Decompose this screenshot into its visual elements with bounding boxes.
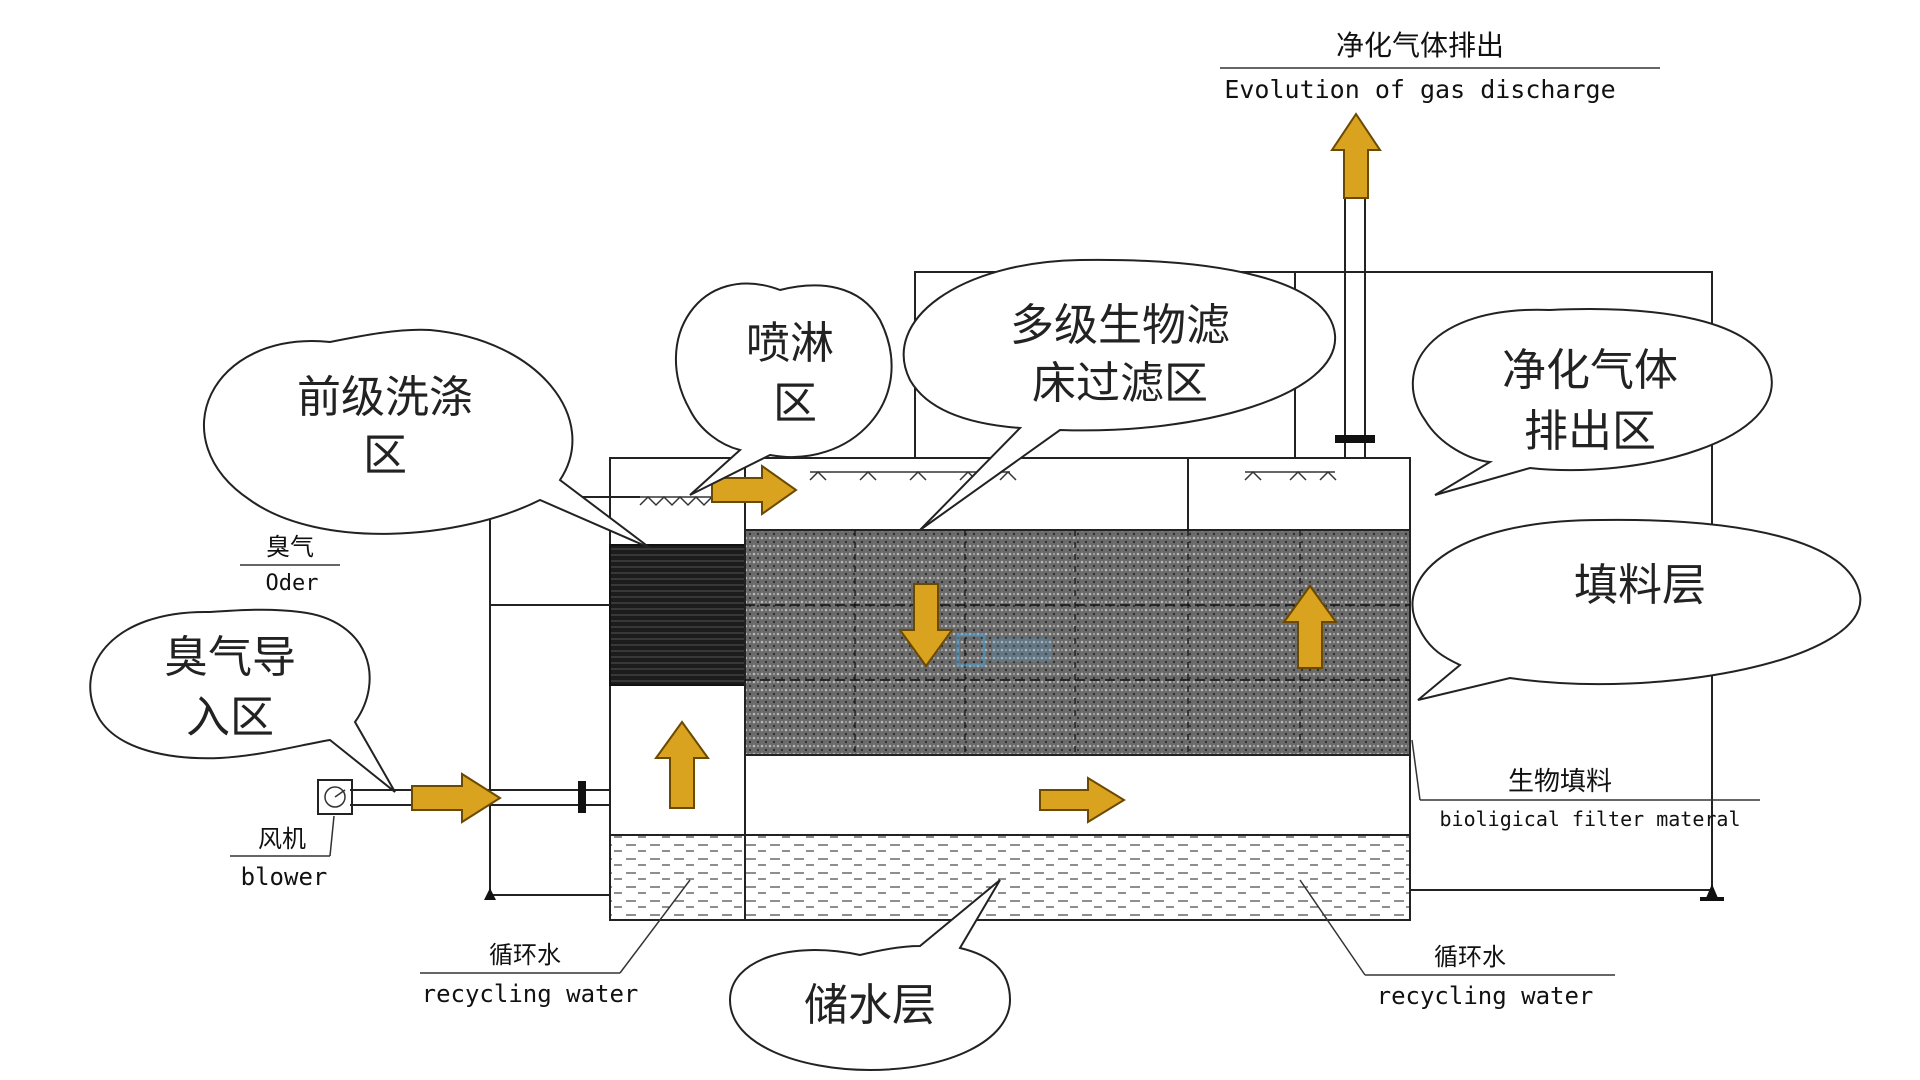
flow-arrow-spray [711,464,798,516]
flow-arrow-packing-down [898,583,954,668]
recycling-right-leader [1299,879,1366,976]
nozzle-icon [1319,470,1337,481]
bubble-spray-line1: 喷淋 [746,318,834,369]
odor-label: 臭气 Oder [240,533,340,596]
bubble-odor-inlet: 臭气导 入区 [89,608,396,793]
recycling-right-en: recycling water [1377,982,1594,1010]
fan-icon [317,779,353,815]
bubble-shape [1411,518,1862,701]
pump-icon [484,888,496,900]
bubble-storage: 储水层 [728,879,1012,1072]
valve-icon [578,781,586,813]
watermark-logo [956,633,1052,667]
bubble-shape [728,879,1012,1072]
bubble-shape [203,328,651,549]
purified-gas-en: Evolution of gas discharge [1224,75,1615,104]
nozzle-icon [809,470,827,481]
blower-leader [329,815,335,857]
recycling-left-en: recycling water [422,980,639,1008]
recycling-left-leader [619,879,691,974]
odor-en: Oder [266,571,319,596]
fan-rotor [324,786,346,808]
bubble-shape [89,608,396,793]
bubble-shape [1411,308,1773,496]
bio-filter-cn: 生物填料 [1508,767,1612,797]
bubble-prewash: 前级洗涤 区 [203,328,651,549]
bubble-multistage-line1: 多级生物滤 [1010,300,1230,351]
flow-arrows [411,112,1382,824]
recycling-left-cn: 循环水 [489,941,561,969]
prewash-packing [609,544,746,686]
fan-blade [334,789,346,798]
stack-flange [1335,435,1375,443]
nozzle-icon [859,470,877,481]
pump-base [1700,897,1724,901]
recycling-right-label: 循环水 recycling water [1299,879,1615,1010]
pump-icon [1706,884,1718,898]
bubble-packing: 填料层 [1411,518,1862,701]
bubble-multistage-line2: 床过滤区 [1032,358,1208,409]
bubble-prewash-line1: 前级洗涤 [297,372,473,423]
flow-arrow-inlet [411,772,502,824]
bubble-storage-line1: 储水层 [804,980,936,1031]
flow-arrow-lower [1039,776,1126,824]
nozzle-icon [909,470,927,481]
bubble-shape [674,282,893,496]
nozzle-icon [1289,470,1307,481]
bubble-shape [902,258,1337,531]
bubble-odor-line1: 臭气导 [164,632,296,683]
nozzle-icon [999,470,1017,481]
bubble-odor-line2: 入区 [186,692,274,743]
bubble-purified-line2: 排出区 [1524,406,1656,457]
flow-arrow-exhaust [1330,112,1382,199]
flow-arrow-left-up [654,720,710,809]
recycling-right-cn: 循环水 [1434,943,1506,971]
bubble-prewash-line2: 区 [363,430,407,481]
purified-gas-cn: 净化气体排出 [1336,29,1504,62]
bubble-spray: 喷淋 区 [674,282,893,496]
bubble-packing-line1: 填料层 [1574,560,1706,611]
blower-label: 风机 blower [230,815,335,891]
odor-cn: 臭气 [266,533,314,561]
blower-cn: 风机 [258,825,306,853]
recycling-left-label: 循环水 recycling water [420,879,691,1008]
flow-arrow-packing-up [1282,584,1338,669]
bubble-spray-line2: 区 [773,378,817,429]
bio-filter-en: bioligical filter materal [1439,807,1740,831]
bio-filter-label: 生物填料 bioligical filter materal [1411,739,1760,831]
blower-en: blower [241,863,328,891]
nozzle-icon [1244,470,1262,481]
water-storage-layer [611,836,1409,919]
bubble-multistage: 多级生物滤 床过滤区 [902,258,1337,531]
main-tank [609,457,1411,921]
bubble-purified-line1: 净化气体 [1502,345,1678,396]
nozzle-icon [639,495,713,507]
purified-gas-label: 净化气体排出 Evolution of gas discharge [1220,29,1660,104]
bubble-purified-zone: 净化气体 排出区 [1411,308,1773,496]
bio-filter-leader [1411,739,1421,801]
